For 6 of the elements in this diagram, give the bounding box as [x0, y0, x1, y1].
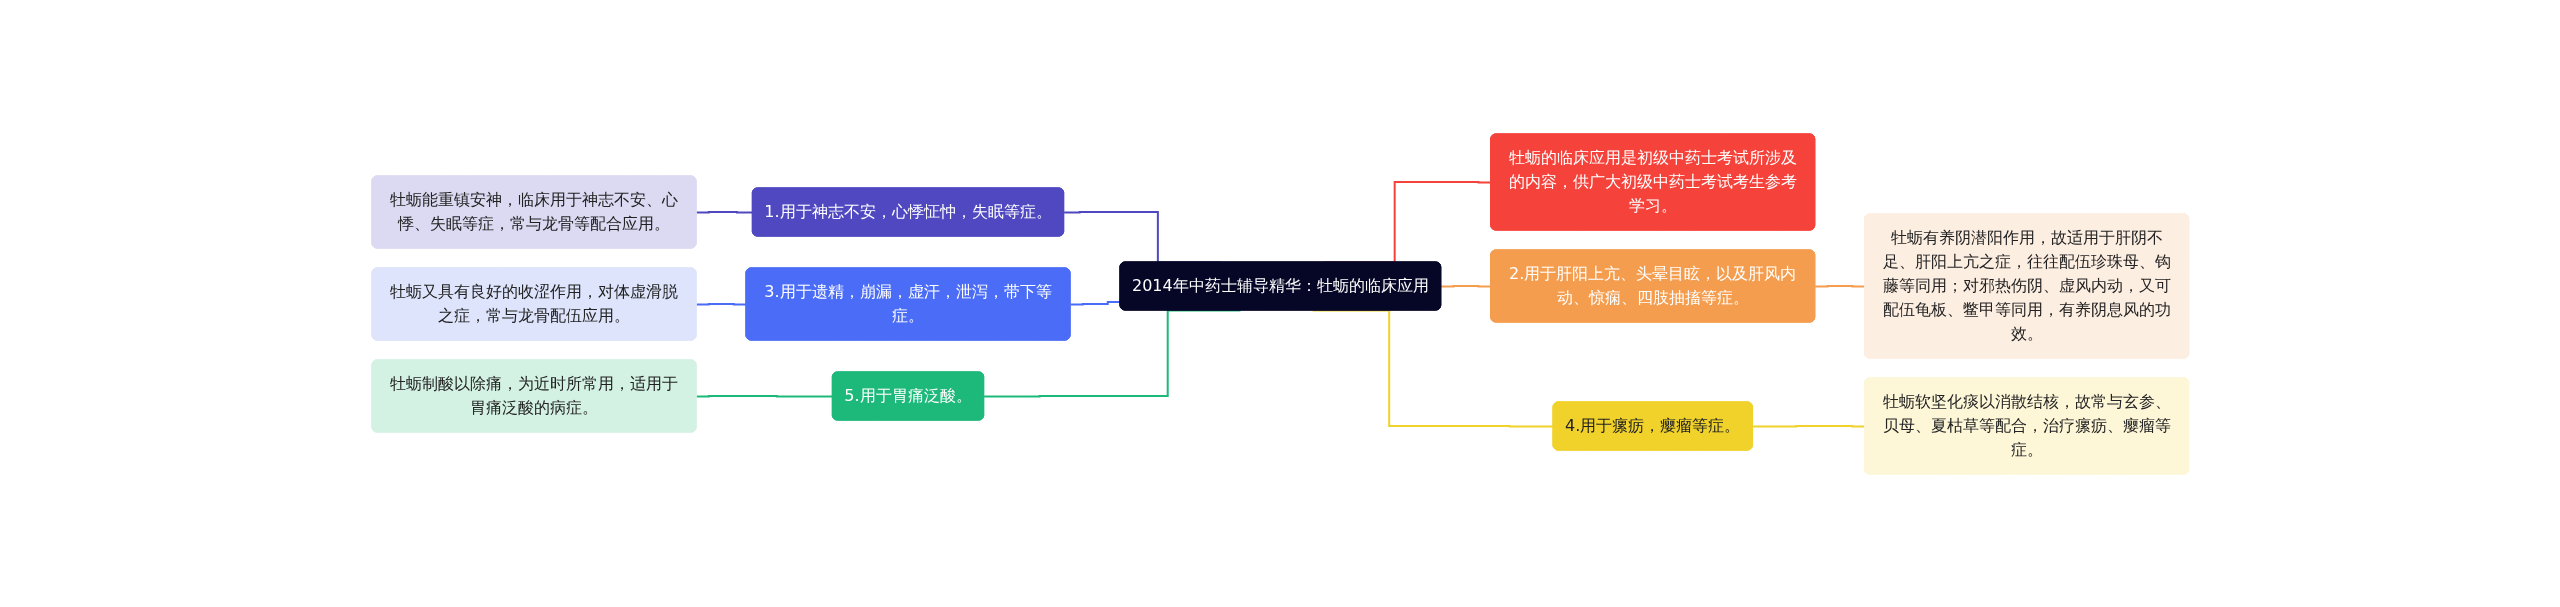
- connector: [1751, 424, 1866, 427]
- connector: [695, 210, 754, 213]
- connector: [1439, 284, 1492, 287]
- connector: [982, 309, 1242, 397]
- connector: [1813, 284, 1866, 287]
- connector: [695, 394, 834, 397]
